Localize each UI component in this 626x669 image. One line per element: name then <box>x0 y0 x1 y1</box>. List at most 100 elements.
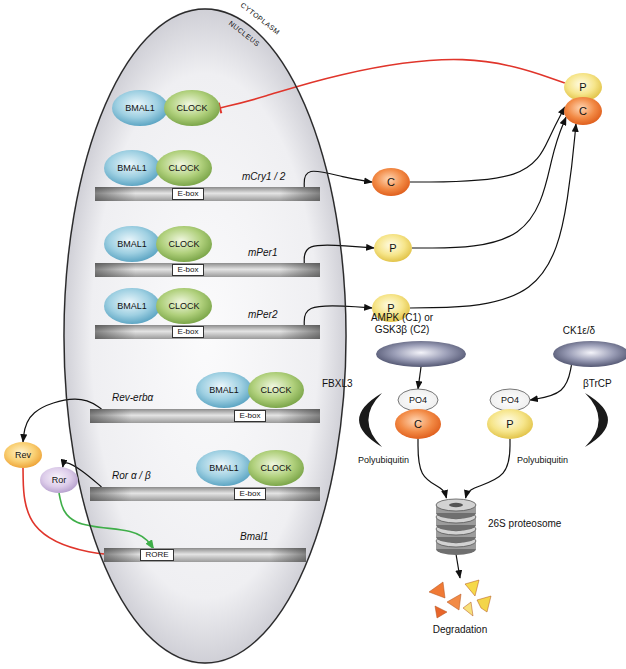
ubiquitin-ligase: FBXL3 <box>348 392 382 448</box>
node-text: E-box <box>178 327 199 336</box>
activation-arrow <box>418 367 421 389</box>
inhibition-line <box>220 60 565 108</box>
node-text: Rev <box>15 450 31 460</box>
node-text: C <box>387 176 395 189</box>
gene-bar: mPer1E-box <box>95 263 320 277</box>
node-text: E-box <box>178 189 199 198</box>
node-text: βTrCP <box>583 378 612 390</box>
protein-oval: C <box>372 168 410 196</box>
edge-label: Polyubiquitin <box>357 455 410 465</box>
node-text: PO4 <box>501 395 519 405</box>
node-text: P <box>579 81 586 94</box>
gene-bar: mCry1 / 2E-box <box>95 187 320 201</box>
gene-bar: Bmal1RORE <box>104 548 306 562</box>
protein-oval: CK1ε/δ <box>553 341 626 367</box>
node-text: Degradation <box>415 624 505 636</box>
activation-arrow <box>466 439 510 498</box>
degradation-fragments: Degradation <box>425 578 495 620</box>
protein-oval: Ror <box>40 467 78 493</box>
node-text: BMAL1 <box>209 463 239 473</box>
node-text: PO4 <box>409 395 427 405</box>
activation-arrow <box>456 554 460 578</box>
ubiquitin-ligase: βTrCP <box>585 392 619 448</box>
gene-bar: Ror α / βE-box <box>90 487 320 501</box>
protein-oval: C <box>395 409 441 439</box>
gene-name: Bmal1 <box>240 531 268 543</box>
protein-oval: BMAL1 <box>104 288 160 324</box>
node-text: C <box>414 418 422 431</box>
protein-oval: P <box>374 234 412 262</box>
activation-arrow <box>418 439 446 498</box>
activation-arrow <box>304 171 372 187</box>
protein-oval: P <box>564 73 602 101</box>
gene-name: mPer1 <box>248 247 277 259</box>
activation-arrow <box>304 245 374 263</box>
activation-arrow <box>410 107 565 182</box>
node-text: CLOCK <box>168 239 199 249</box>
gene-name: Ror α / β <box>112 470 151 482</box>
activation-arrow <box>59 493 154 549</box>
node-text: Ror <box>52 475 67 485</box>
gene-name: mCry1 / 2 <box>242 171 285 183</box>
node-text: BMAL1 <box>117 239 147 249</box>
promoter-box: E-box <box>172 188 204 200</box>
node-text: RORE <box>145 550 168 559</box>
node-text: P <box>506 418 513 431</box>
proteasome-symbol-outline <box>432 498 480 554</box>
protein-oval: CLOCK <box>156 226 212 262</box>
protein-oval: PO4 <box>490 389 530 411</box>
protein-oval: CLOCK <box>248 372 304 408</box>
protein-oval: C <box>564 97 602 125</box>
node-text: E-box <box>240 411 261 420</box>
protein-oval: BMAL1 <box>104 226 160 262</box>
ubiquitin-ligase-outline <box>585 392 619 448</box>
node-text: NUCLEUS <box>227 19 261 48</box>
protein-oval: PO4 <box>398 389 438 411</box>
activation-arrow <box>530 365 571 400</box>
protein-oval: AMPK (C1) or GSK3β (C2) <box>376 341 466 367</box>
protein-oval: Rev <box>4 442 42 468</box>
node-text: BMAL1 <box>117 301 147 311</box>
promoter-box: E-box <box>234 488 266 500</box>
protein-oval: BMAL1 <box>196 450 252 486</box>
node-text: 26S proteosome <box>488 518 561 530</box>
protein-oval-outline <box>553 341 626 367</box>
inhibition-line <box>23 468 140 555</box>
protein-oval: CLOCK <box>156 288 212 324</box>
ubiquitin-ligase-outline <box>348 392 382 448</box>
protein-oval: P <box>487 409 533 439</box>
node-text: CK1ε/δ <box>548 325 610 337</box>
promoter-box: E-box <box>234 410 266 422</box>
node-text: E-box <box>240 489 261 498</box>
node-text: BMAL1 <box>209 385 239 395</box>
node-text: CLOCK <box>260 463 291 473</box>
protein-oval: BMAL1 <box>104 150 160 186</box>
promoter-box: E-box <box>172 264 204 276</box>
degradation-fragments-outline <box>425 578 495 620</box>
protein-oval: BMAL1 <box>196 372 252 408</box>
node-text: CLOCK <box>168 301 199 311</box>
protein-oval-outline <box>376 341 466 367</box>
proteasome-symbol: 26S proteosome <box>432 498 480 554</box>
nucleus-outline: NUCLEUSBMAL1CLOCKBMAL1CLOCKmCry1 / 2E-bo… <box>63 8 347 664</box>
node-text: AMPK (C1) or GSK3β (C2) <box>364 312 440 335</box>
gene-name: mPer2 <box>248 309 277 321</box>
protein-oval: BMAL1 <box>112 90 168 126</box>
protein-oval: CLOCK <box>156 150 212 186</box>
protein-oval: CLOCK <box>164 90 220 126</box>
activation-arrow <box>304 306 372 325</box>
activation-arrow <box>412 117 566 248</box>
node-text: E-box <box>178 265 199 274</box>
gene-bar: mPer2E-box <box>95 325 320 339</box>
node-text: BMAL1 <box>117 163 147 173</box>
node-text: P <box>389 242 396 255</box>
activation-arrow <box>410 124 576 308</box>
promoter-box: RORE <box>140 549 174 561</box>
nucleus-fill <box>63 8 347 664</box>
node-text: C <box>579 105 587 118</box>
gene-name: Rev-erbα <box>112 392 153 404</box>
protein-oval: CLOCK <box>248 450 304 486</box>
node-text: CLOCK <box>168 163 199 173</box>
node-text: FBXL3 <box>322 378 353 390</box>
